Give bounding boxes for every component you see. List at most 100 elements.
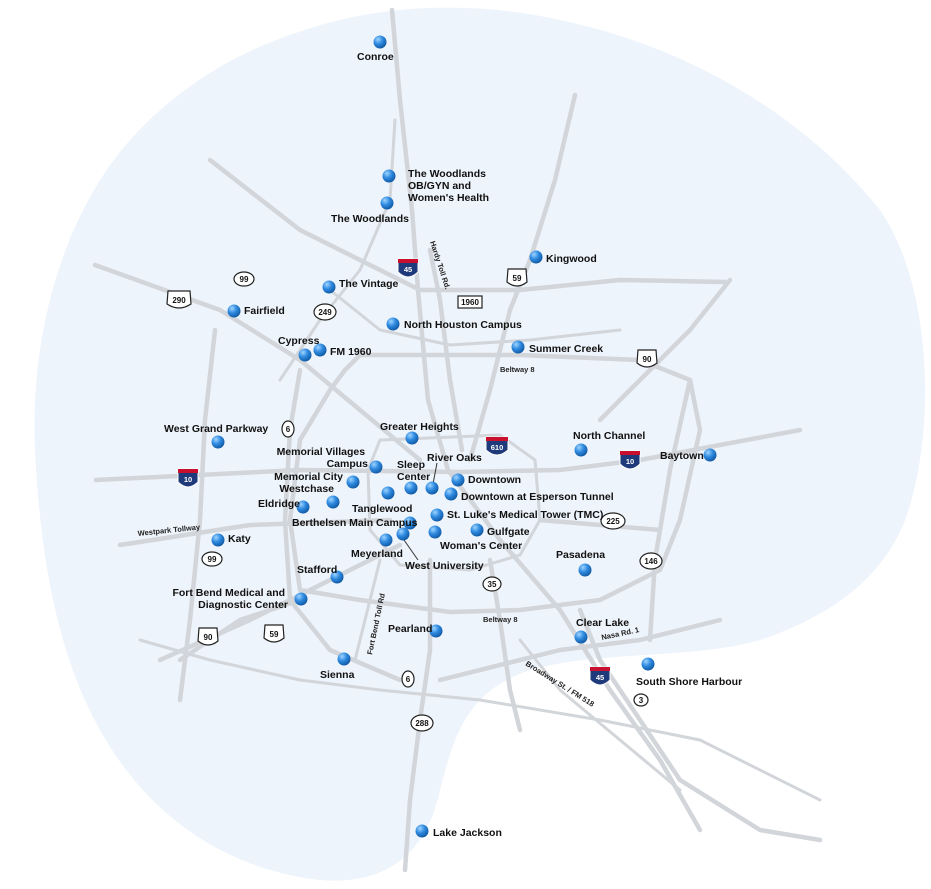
label-fairfield[interactable]: Fairfield bbox=[244, 305, 285, 317]
marker-sleep-center[interactable] bbox=[404, 481, 418, 495]
svg-text:45: 45 bbox=[596, 673, 604, 682]
sh288-shield: 288 bbox=[410, 714, 434, 732]
svg-text:10: 10 bbox=[184, 475, 192, 484]
label-clear-lake[interactable]: Clear Lake bbox=[576, 617, 629, 629]
label-north-houston[interactable]: North Houston Campus bbox=[404, 319, 522, 331]
marker-memorial-villages[interactable] bbox=[369, 460, 383, 474]
road-label-beltway8-south: Beltway 8 bbox=[483, 615, 518, 624]
label-south-shore[interactable]: South Shore Harbour bbox=[636, 676, 742, 688]
i10-west-shield: 10 bbox=[177, 468, 199, 488]
marker-berthelsen[interactable] bbox=[403, 516, 417, 530]
label-pasadena[interactable]: Pasadena bbox=[556, 549, 605, 561]
marker-sienna[interactable] bbox=[337, 652, 351, 666]
marker-fort-bend[interactable] bbox=[294, 592, 308, 606]
road-fort-bend-toll bbox=[353, 558, 382, 662]
label-fort-bend[interactable]: Fort Bend Medical and Diagnostic Center bbox=[172, 587, 288, 611]
label-memorial-city[interactable]: Memorial City bbox=[274, 471, 343, 483]
marker-west-grand-parkway[interactable] bbox=[211, 435, 225, 449]
label-meyerland[interactable]: Meyerland bbox=[351, 548, 403, 560]
marker-pearland[interactable] bbox=[429, 624, 443, 638]
label-esperson[interactable]: Downtown at Esperson Tunnel bbox=[461, 491, 614, 503]
marker-memorial-city[interactable] bbox=[346, 475, 360, 489]
i10-east-shield: 10 bbox=[619, 450, 641, 470]
marker-north-channel[interactable] bbox=[574, 443, 588, 457]
marker-fm1960[interactable] bbox=[313, 343, 327, 357]
label-woodlands[interactable]: The Woodlands bbox=[331, 213, 409, 225]
marker-pasadena[interactable] bbox=[578, 563, 592, 577]
marker-stafford[interactable] bbox=[330, 570, 344, 584]
marker-lake-jackson[interactable] bbox=[415, 824, 429, 838]
label-tanglewood[interactable]: Tanglewood bbox=[352, 503, 412, 515]
road-sh99-north bbox=[207, 157, 728, 293]
marker-katy[interactable] bbox=[211, 533, 225, 547]
label-kingwood[interactable]: Kingwood bbox=[546, 253, 597, 265]
svg-text:146: 146 bbox=[644, 557, 658, 566]
marker-womans-center[interactable] bbox=[428, 525, 442, 539]
leader-river-oaks bbox=[432, 462, 438, 485]
svg-text:35: 35 bbox=[488, 580, 497, 589]
marker-greater-heights[interactable] bbox=[405, 431, 419, 445]
marker-woodlands-obgyn[interactable] bbox=[382, 169, 396, 183]
road-sh225 bbox=[537, 517, 663, 533]
marker-clear-lake[interactable] bbox=[574, 630, 588, 644]
label-memorial-villages[interactable]: Memorial Villages Campus bbox=[277, 446, 369, 470]
label-womans-center[interactable]: Woman's Center bbox=[440, 540, 522, 552]
label-conroe[interactable]: Conroe bbox=[357, 51, 394, 63]
marker-esperson[interactable] bbox=[444, 487, 458, 501]
road-sh3 bbox=[437, 617, 723, 683]
label-west-university[interactable]: West University bbox=[405, 560, 484, 572]
label-greater-heights[interactable]: Greater Heights bbox=[380, 421, 459, 433]
marker-westchase[interactable] bbox=[326, 495, 340, 509]
label-vintage[interactable]: The Vintage bbox=[339, 278, 398, 290]
label-summer-creek[interactable]: Summer Creek bbox=[529, 343, 603, 355]
marker-river-oaks[interactable] bbox=[425, 481, 439, 495]
highway-shields: 45 45 10 10 610 59 59 bbox=[166, 258, 663, 732]
marker-kingwood[interactable] bbox=[529, 250, 543, 264]
marker-baytown[interactable] bbox=[703, 448, 717, 462]
label-eldridge[interactable]: Eldridge bbox=[258, 498, 300, 510]
label-fm1960[interactable]: FM 1960 bbox=[330, 346, 372, 358]
marker-tmc[interactable] bbox=[430, 508, 444, 522]
label-river-oaks[interactable]: River Oaks bbox=[427, 452, 482, 464]
marker-downtown[interactable] bbox=[451, 473, 465, 487]
label-baytown[interactable]: Baytown bbox=[660, 450, 704, 462]
marker-conroe[interactable] bbox=[373, 35, 387, 49]
svg-text:288: 288 bbox=[415, 719, 429, 728]
marker-north-houston[interactable] bbox=[386, 317, 400, 331]
label-cypress[interactable]: Cypress bbox=[278, 335, 320, 347]
label-stafford[interactable]: Stafford bbox=[297, 564, 337, 576]
marker-meyerland[interactable] bbox=[379, 533, 393, 547]
svg-text:99: 99 bbox=[240, 275, 249, 284]
label-katy[interactable]: Katy bbox=[228, 533, 251, 545]
label-sleep-center[interactable]: Sleep Center bbox=[397, 459, 430, 483]
label-gulfgate[interactable]: Gulfgate bbox=[487, 526, 530, 538]
marker-west-university[interactable] bbox=[396, 527, 410, 541]
label-sienna[interactable]: Sienna bbox=[320, 669, 355, 681]
road-us90-west bbox=[177, 597, 303, 663]
us90-west-shield: 90 bbox=[197, 627, 219, 646]
svg-text:6: 6 bbox=[406, 675, 411, 684]
label-west-grand-parkway[interactable]: West Grand Parkway bbox=[164, 423, 268, 435]
marker-fairfield[interactable] bbox=[227, 304, 241, 318]
marker-gulfgate[interactable] bbox=[470, 523, 484, 537]
marker-vintage[interactable] bbox=[322, 280, 336, 294]
marker-south-shore[interactable] bbox=[641, 657, 655, 671]
i45-south-shield: 45 bbox=[589, 666, 611, 686]
label-north-channel[interactable]: North Channel bbox=[573, 430, 645, 442]
marker-tanglewood[interactable] bbox=[381, 486, 395, 500]
label-pearland[interactable]: Pearland bbox=[388, 623, 432, 635]
i45-north-shield: 45 bbox=[397, 258, 419, 278]
marker-woodlands[interactable] bbox=[380, 196, 394, 210]
label-berthelsen[interactable]: Berthelsen Main Campus bbox=[292, 517, 418, 529]
label-tmc[interactable]: St. Luke's Medical Tower (TMC) bbox=[447, 509, 603, 521]
label-downtown[interactable]: Downtown bbox=[468, 474, 521, 486]
svg-text:290: 290 bbox=[172, 296, 186, 305]
label-lake-jackson[interactable]: Lake Jackson bbox=[433, 827, 502, 839]
label-westchase[interactable]: Westchase bbox=[279, 483, 334, 495]
label-woodlands-obgyn[interactable]: The Woodlands OB/GYN and Women's Health bbox=[408, 168, 489, 204]
marker-summer-creek[interactable] bbox=[511, 340, 525, 354]
marker-eldridge[interactable] bbox=[296, 500, 310, 514]
location-markers bbox=[211, 35, 717, 838]
us290-shield: 290 bbox=[166, 290, 192, 309]
marker-cypress[interactable] bbox=[298, 348, 312, 362]
